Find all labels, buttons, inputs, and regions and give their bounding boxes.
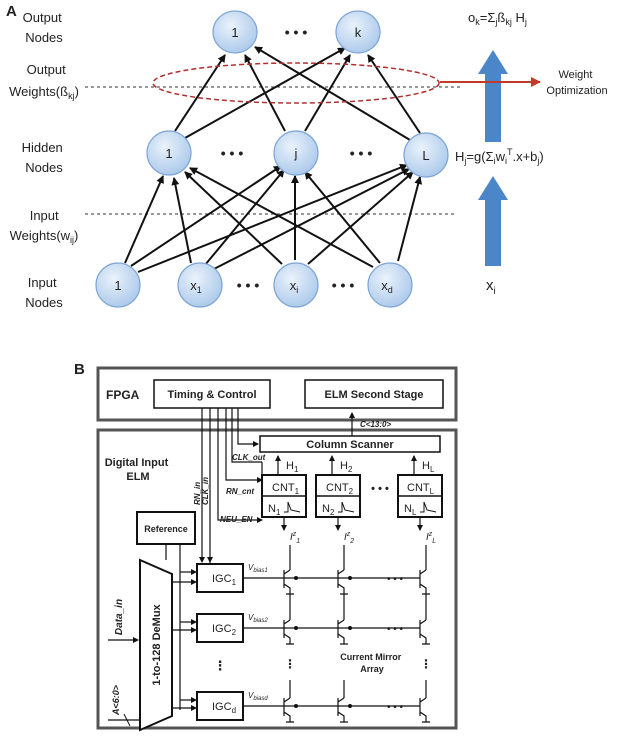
demux-block <box>139 558 173 732</box>
rn-in-label: RN_in <box>193 482 202 505</box>
bus-label: C<13:0> <box>360 420 391 429</box>
svg-text:Iz1: Iz1 <box>290 531 300 545</box>
svg-text:1: 1 <box>114 278 121 293</box>
svg-text:NL: NL <box>404 503 417 517</box>
demux-label: 1-to-128 DeMux <box>151 603 163 685</box>
svg-text:H1: H1 <box>286 460 299 474</box>
igc-block: IGC1 <box>196 563 244 593</box>
output-node: k <box>335 10 381 54</box>
input-nodes-label: Input Nodes <box>25 275 63 310</box>
hidden-ellipsis: • • • <box>221 145 244 161</box>
svg-text:H2: H2 <box>340 460 353 474</box>
column-scanner-box <box>259 435 441 453</box>
forward-flow-arrow <box>478 50 508 266</box>
input-ellipsis: • • • <box>332 277 355 293</box>
svg-text:k: k <box>355 25 362 40</box>
panel-a: A Output Nodes Output Weights(ßkj) Hidde… <box>6 3 608 310</box>
current-mirror-label: Current Mirror Array <box>340 652 404 674</box>
input-node: xd <box>367 262 413 308</box>
svg-text:CNT1: CNT1 <box>272 482 300 496</box>
hidden-node: L <box>403 132 449 178</box>
svg-text:j: j <box>294 146 298 161</box>
row-ellipsis: • • • <box>387 702 404 713</box>
hidden-ellipsis: • • • <box>350 145 373 161</box>
current-mirror-array <box>243 545 430 723</box>
column-ellipsis: • • • <box>371 483 389 495</box>
svg-text:L: L <box>422 148 429 163</box>
neuron-column: CNTL NL HL IzL <box>397 455 443 545</box>
input-ellipsis: • • • <box>237 277 260 293</box>
output-node: 1 <box>212 10 258 54</box>
svg-text:IzL: IzL <box>426 531 436 545</box>
vbias-label: Vbias2 <box>248 613 268 624</box>
svg-text:CNTL: CNTL <box>407 482 435 496</box>
input-weights-label: Input Weights(wij) <box>10 208 79 245</box>
svg-text:xi: xi <box>290 278 299 295</box>
hidden-formula: Hj=g(ΣiwiT.x+bj) <box>455 147 544 166</box>
vbias-label: Vbiasd <box>248 691 268 702</box>
mirror-vertical-dots: ⋮ <box>420 657 432 671</box>
output-formula: ok=Σjßkj Hj <box>468 10 527 27</box>
digital-input-elm-box <box>96 428 458 730</box>
digital-input-elm-label: Digital Input ELM <box>105 457 172 483</box>
input-node: xi <box>273 262 319 308</box>
panel-b-label: B <box>74 361 85 378</box>
reference-distribution <box>172 544 211 711</box>
reference-label: Reference <box>144 524 188 534</box>
rn-cnt-label: RN_cnt <box>226 487 254 496</box>
row-ellipsis: • • • <box>387 624 404 635</box>
weight-optimization-label: Weight Optimization <box>546 69 607 97</box>
hidden-output-connections <box>174 46 421 141</box>
igc-vertical-dots: ⋮ <box>214 658 227 673</box>
input-x-label: xi <box>486 277 496 297</box>
address-label: A<6:0> <box>111 684 121 716</box>
svg-text:IGC2: IGC2 <box>212 623 237 637</box>
clk-out-label: CLK_out <box>232 453 266 462</box>
igc-block: IGC2 <box>196 613 244 643</box>
mirror-dots <box>294 576 352 708</box>
neuron-column: CNT2 N2 H2 Iz2 <box>315 455 361 545</box>
fpga-box <box>96 366 458 422</box>
clk-in-label: CLK_in <box>201 477 210 505</box>
neuron-column: CNT1 N1 H1 Iz1 <box>261 455 307 545</box>
input-node: 1 <box>95 262 141 308</box>
svg-text:1: 1 <box>165 146 172 161</box>
svg-text:IGC1: IGC1 <box>212 573 237 587</box>
data-in-label: Data_in <box>114 599 125 635</box>
input-hidden-connections <box>124 163 423 273</box>
svg-text:CNT2: CNT2 <box>326 482 354 496</box>
hidden-node: j <box>273 130 319 176</box>
output-weights-label: Output Weights(ßkj) <box>9 62 79 101</box>
timing-control-label: Timing & Control <box>167 389 256 401</box>
output-nodes-label: Output Nodes <box>23 10 66 45</box>
vbias-label: Vbias1 <box>248 563 268 574</box>
hidden-nodes-label: Hidden Nodes <box>22 140 67 175</box>
panel-a-label: A <box>6 3 17 20</box>
igc-block: IGCd <box>196 691 244 721</box>
elm-second-stage-box <box>304 379 444 409</box>
output-weights-ellipse <box>152 62 440 104</box>
output-ellipsis: • • • <box>285 24 308 40</box>
svg-text:Iz2: Iz2 <box>344 531 354 545</box>
svg-text:N2: N2 <box>322 503 335 517</box>
svg-text:x1: x1 <box>190 278 202 295</box>
svg-text:IGCd: IGCd <box>212 701 236 715</box>
timing-control-box <box>153 379 271 409</box>
neu-en-label: NEU_EN <box>220 515 253 524</box>
control-lines <box>199 408 263 563</box>
column-scanner-label: Column Scanner <box>306 439 394 451</box>
svg-text:N1: N1 <box>268 503 281 517</box>
elm-second-stage-label: ELM Second Stage <box>324 389 423 401</box>
svg-text:1: 1 <box>231 25 238 40</box>
mirror-vertical-dots: ⋮ <box>284 657 296 671</box>
svg-text:xd: xd <box>381 278 393 295</box>
row-ellipsis: • • • <box>387 574 404 585</box>
hidden-node: 1 <box>146 130 192 176</box>
fpga-label: FPGA <box>106 388 140 402</box>
panel-b: B FPGA Timing & Control ELM Second Stage… <box>74 361 458 732</box>
svg-text:HL: HL <box>422 460 435 474</box>
input-node: x1 <box>177 262 223 308</box>
